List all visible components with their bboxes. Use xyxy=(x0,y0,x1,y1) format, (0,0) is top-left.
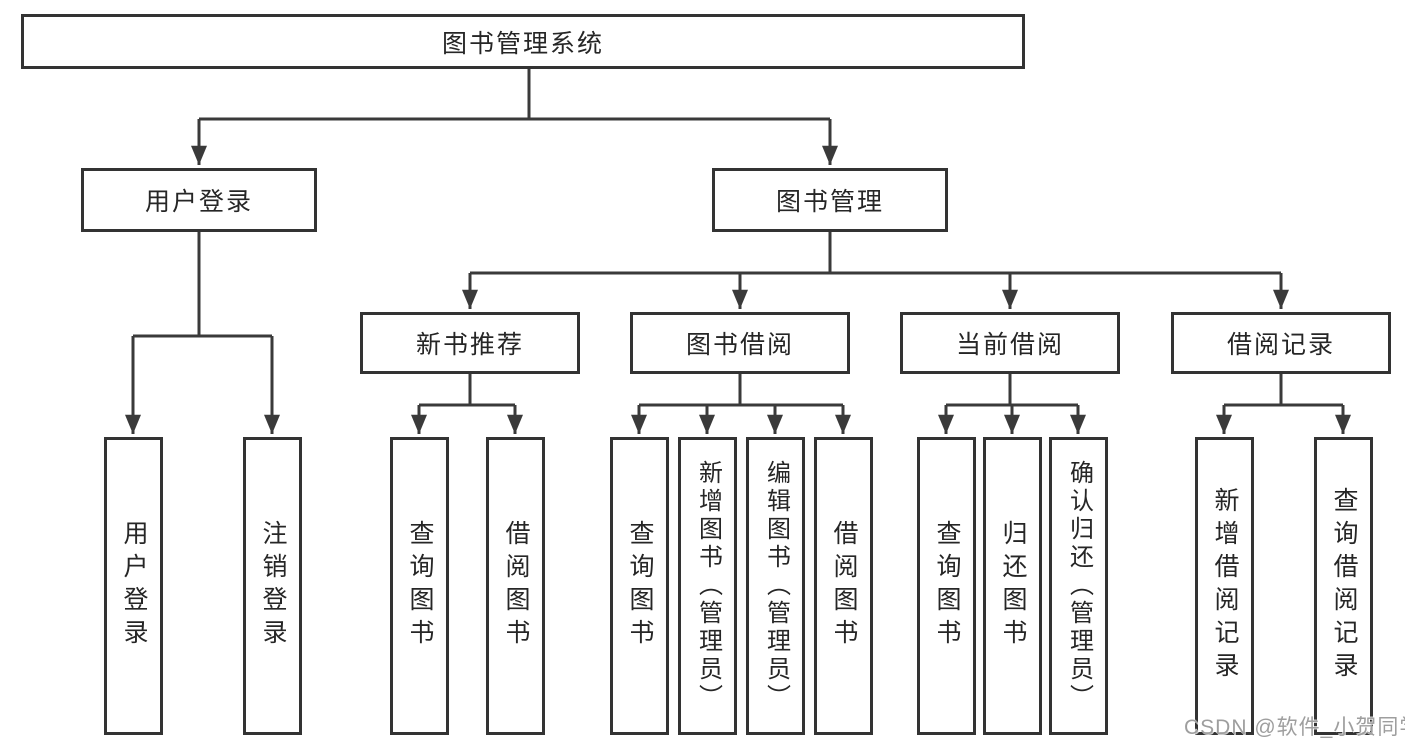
node-user-login: 用户登录 xyxy=(81,168,317,232)
node-current-borrowing: 当前借阅 xyxy=(900,312,1120,374)
leaf-confirm-return-admin: 确认归还（管理员） xyxy=(1049,437,1108,735)
leaf-query-books-recommend: 查询图书 xyxy=(390,437,449,735)
leaf-query-books-borrowing: 查询图书 xyxy=(610,437,669,735)
node-new-book-recommendation: 新书推荐 xyxy=(360,312,580,374)
csdn-watermark: CSDN @软件_小贺同学 xyxy=(1184,716,1405,739)
node-library-system: 图书管理系统 xyxy=(21,14,1025,69)
leaf-query-books-current: 查询图书 xyxy=(917,437,976,735)
leaf-query-borrow-record: 查询借阅记录 xyxy=(1314,437,1373,735)
leaf-borrow-books: 借阅图书 xyxy=(814,437,873,735)
leaf-edit-books-admin: 编辑图书（管理员） xyxy=(746,437,805,735)
leaf-user-login: 用户登录 xyxy=(104,437,163,735)
leaf-return-books: 归还图书 xyxy=(983,437,1042,735)
node-book-borrowing: 图书借阅 xyxy=(630,312,850,374)
leaf-borrow-books-recommend: 借阅图书 xyxy=(486,437,545,735)
node-book-management: 图书管理 xyxy=(712,168,948,232)
leaf-logout-login: 注销登录 xyxy=(243,437,302,735)
leaf-add-borrow-record: 新增借阅记录 xyxy=(1195,437,1254,735)
node-borrowing-records: 借阅记录 xyxy=(1171,312,1391,374)
leaf-add-books-admin: 新增图书（管理员） xyxy=(678,437,737,735)
